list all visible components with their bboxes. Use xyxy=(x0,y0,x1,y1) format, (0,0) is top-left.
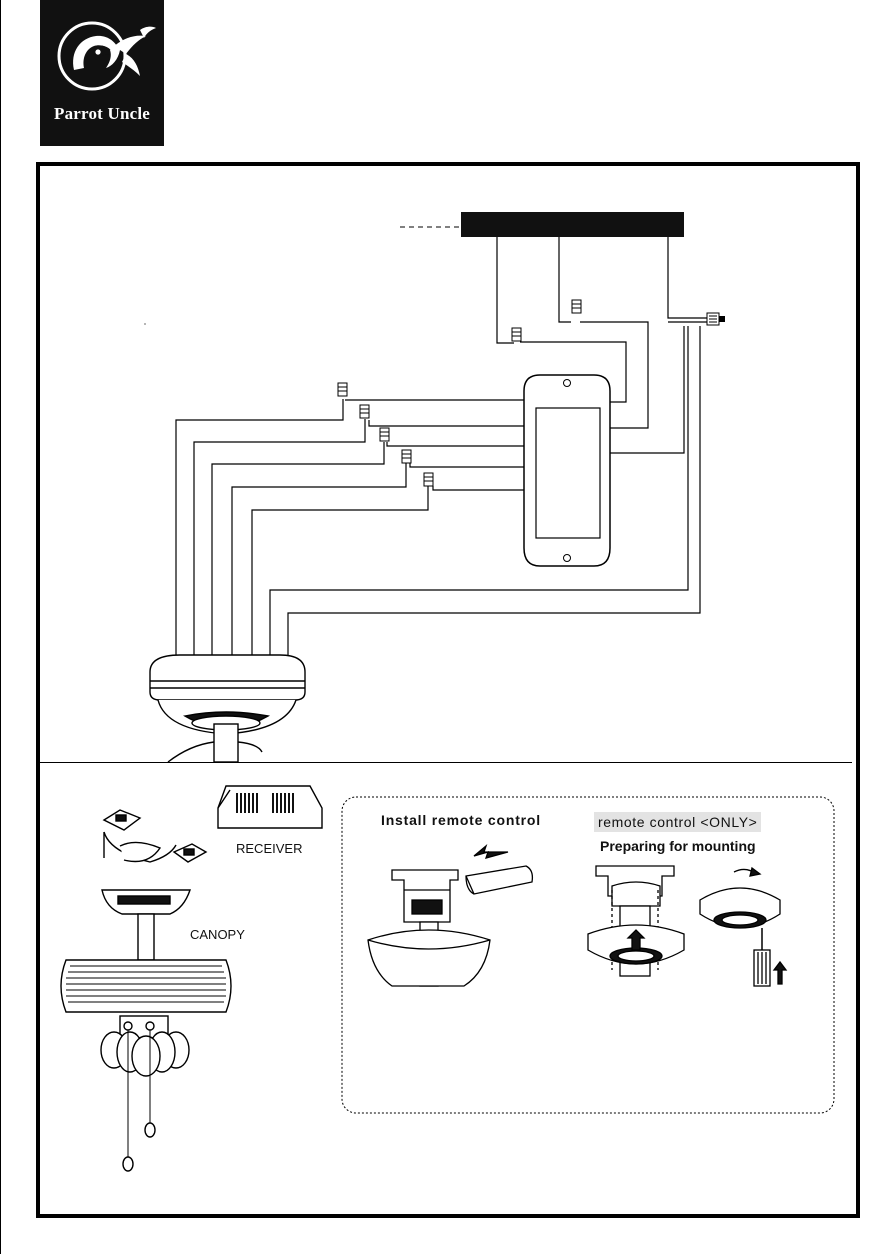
remote-only-tag: remote control <ONLY> xyxy=(594,812,762,832)
canopy-label: CANOPY xyxy=(190,927,245,942)
plug-connector-icon xyxy=(706,312,725,326)
receiver-box-icon xyxy=(523,374,611,567)
receiver-pack-icon xyxy=(217,785,323,829)
page-edge-line xyxy=(0,0,1,1254)
fan-assembly-illustration xyxy=(60,785,323,1172)
install-callout-box xyxy=(341,796,835,1114)
hanger-bracket-icon xyxy=(102,809,208,863)
wire-nut-icon xyxy=(337,382,348,397)
wire-nut-icon xyxy=(379,427,390,442)
receiver-label: RECEIVER xyxy=(236,841,303,856)
install-remote-title: Install remote control xyxy=(381,812,541,828)
mounting-illustration-left xyxy=(587,865,685,977)
wire-nut-icon xyxy=(511,327,522,342)
mounting-illustration-right xyxy=(699,866,788,987)
canopy-icon xyxy=(149,654,306,763)
parrot-head-icon xyxy=(57,21,156,91)
mounting-bracket-bar xyxy=(461,212,684,237)
brand-logo-text: Parrot Uncle xyxy=(53,104,151,123)
wire-nut-icon xyxy=(571,299,582,314)
brand-logo: Parrot Uncle xyxy=(40,0,164,146)
install-remote-illustration xyxy=(367,844,534,987)
wire-nut-icon xyxy=(359,404,370,419)
preparing-mounting-title: Preparing for mounting xyxy=(600,838,756,854)
diagram-frame xyxy=(36,162,860,1218)
wire-nut-icon xyxy=(401,449,412,464)
wire-nut-icon xyxy=(423,472,434,487)
section-divider xyxy=(40,762,852,763)
